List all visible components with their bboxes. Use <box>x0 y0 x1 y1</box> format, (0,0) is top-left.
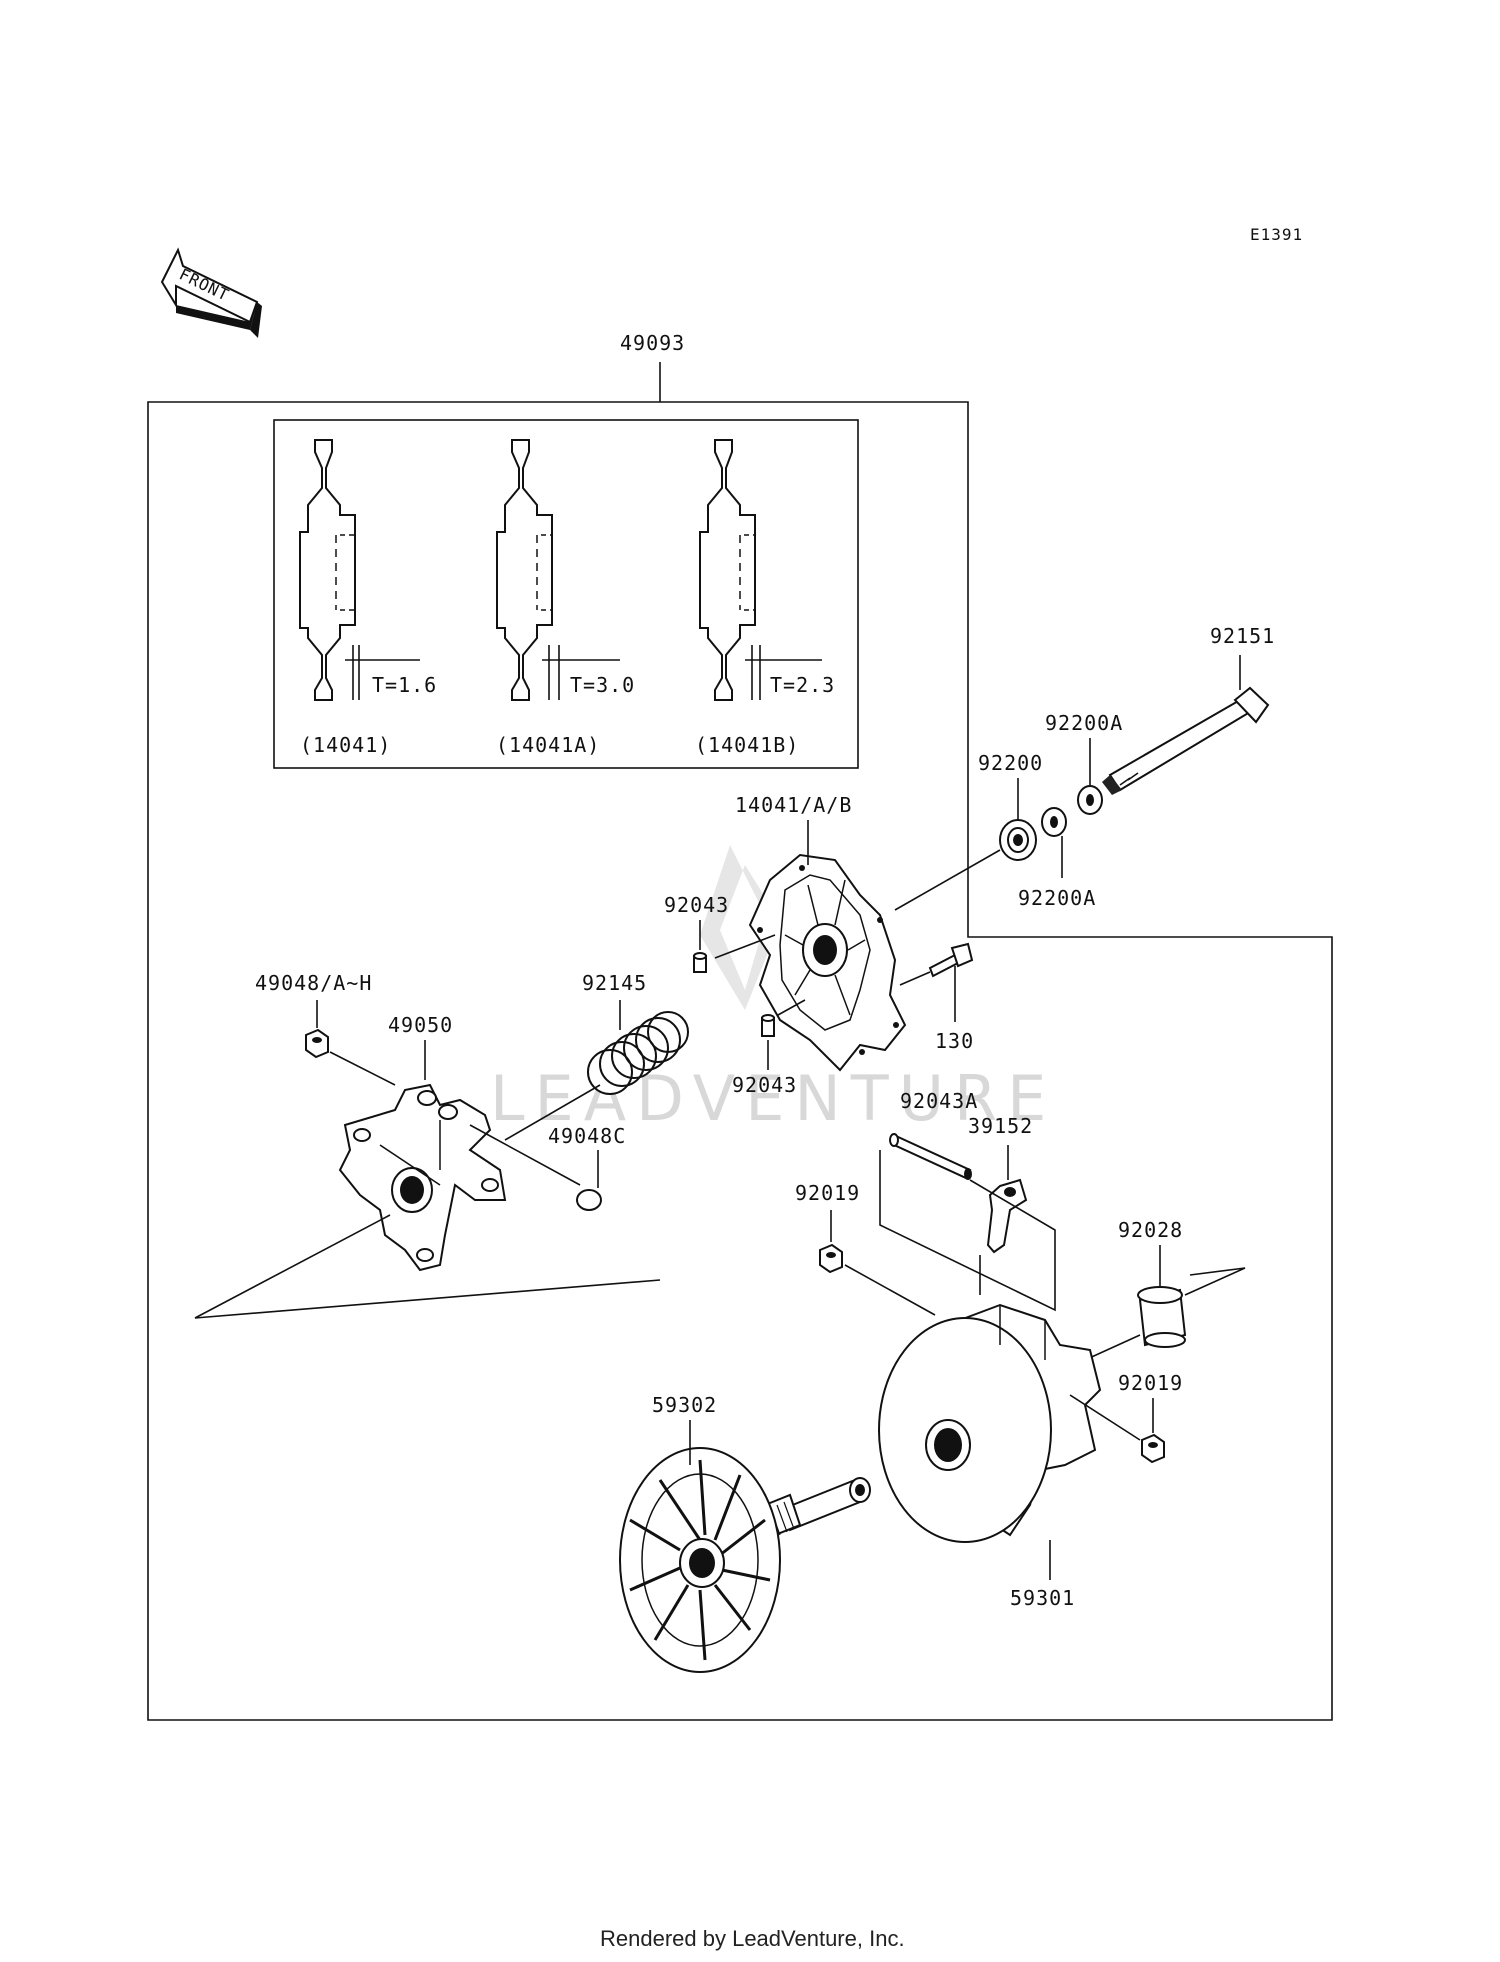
variant-2-part: (14041A) <box>496 733 600 757</box>
callout-130: 130 <box>935 1029 974 1053</box>
callout-92043-bottom: 92043 <box>732 1073 797 1097</box>
front-arrow-icon: FRONT <box>160 247 262 338</box>
nut-92019-right <box>1069 1394 1165 1464</box>
roller-49048C <box>576 1150 602 1211</box>
callout-92019-right: 92019 <box>1118 1371 1183 1395</box>
variant-1-thickness: T=1.6 <box>372 673 437 697</box>
washer-92200A-top <box>1077 738 1103 815</box>
callout-49048AH: 49048/A~H <box>255 971 372 995</box>
nut-92019-left <box>819 1210 936 1316</box>
bolt-92151 <box>1102 655 1270 795</box>
callout-49050: 49050 <box>388 1013 453 1037</box>
callout-92145: 92145 <box>582 971 647 995</box>
callout-92200A-bottom: 92200A <box>1018 886 1096 910</box>
bolt-130 <box>899 942 974 1022</box>
callout-92200A-top: 92200A <box>1045 711 1123 735</box>
callout-92151: 92151 <box>1210 624 1275 648</box>
callout-14041AB: 14041/A/B <box>735 793 852 817</box>
callout-59301: 59301 <box>1010 1586 1075 1610</box>
callout-59302: 59302 <box>652 1393 717 1417</box>
callout-92043-top: 92043 <box>664 893 729 917</box>
variant-3-thickness: T=2.3 <box>770 673 835 697</box>
assembly-boundary <box>147 401 1333 1721</box>
washer-92200A-bottom <box>1041 807 1067 878</box>
callout-92019-left: 92019 <box>795 1181 860 1205</box>
variant-14041-profile <box>299 439 420 701</box>
pin-92043A <box>889 1133 972 1180</box>
moveable-sheave-59301 <box>878 1303 1102 1580</box>
bushing-92028 <box>1084 1245 1246 1361</box>
variant-3-part: (14041B) <box>695 733 799 757</box>
diagram-code: E1391 <box>1250 225 1303 244</box>
weight-variants-inset: T=1.6 (14041) T=3.0 (14041A) T=2.3 (1404… <box>273 419 859 769</box>
spider-arm-49050 <box>338 1040 601 1272</box>
variant-14041A-profile <box>496 439 620 701</box>
weight-49048 <box>305 1000 396 1086</box>
watermark-logo: LEADVENTURE <box>490 845 1056 1135</box>
weight-arm-39152 <box>986 1145 1028 1254</box>
variant-1-part: (14041) <box>300 733 391 757</box>
watermark-text: LEADVENTURE <box>490 1062 1056 1135</box>
callout-49048C: 49048C <box>548 1124 626 1148</box>
callout-92043A: 92043A <box>900 1089 978 1113</box>
footer-credit: Rendered by LeadVenture, Inc. <box>600 1926 905 1951</box>
callout-39152: 39152 <box>968 1114 1033 1138</box>
spider-14041 <box>748 820 907 1072</box>
pin-92043-bottom <box>761 999 806 1070</box>
variant-2-thickness: T=3.0 <box>570 673 635 697</box>
pin-92043-top <box>693 920 776 973</box>
bushing-92200 <box>999 778 1037 861</box>
spring-92145 <box>587 1000 689 1095</box>
callout-92200: 92200 <box>978 751 1043 775</box>
variant-14041B-profile <box>699 439 822 701</box>
callout-92028: 92028 <box>1118 1218 1183 1242</box>
fixed-sheave-59302 <box>619 1420 871 1673</box>
callout-49093: 49093 <box>620 331 685 355</box>
